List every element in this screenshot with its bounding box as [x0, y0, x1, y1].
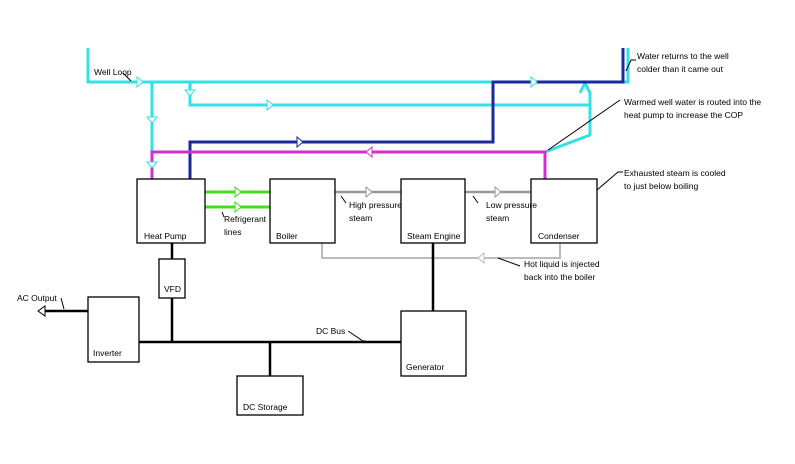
well-return-annotation-2: colder than it came out	[637, 64, 724, 74]
warm-flow-arrow	[365, 145, 373, 159]
ac-output-label: AC Output	[17, 293, 57, 303]
high-pressure-label-2: steam	[349, 213, 372, 223]
condenser-box: Condenser	[530, 178, 598, 244]
well-flow-arrow	[530, 75, 538, 89]
electrical-wiring	[44, 243, 435, 376]
exhausted-steam-annotation-2: to just below boiling	[624, 181, 698, 191]
well-loop-inner	[188, 79, 592, 107]
high-pressure-leader	[340, 195, 347, 204]
refrigerant-label-2: lines	[224, 227, 241, 237]
boiler-box: Boiler	[269, 178, 336, 244]
well-flow-arrow	[145, 116, 159, 124]
steam-flow-arrow	[365, 185, 373, 199]
inverter-label: Inverter	[93, 348, 122, 358]
steam-flow-arrow	[494, 185, 502, 199]
low-pressure-label: Low pressure	[486, 200, 537, 210]
warm-water-pipes	[150, 150, 565, 207]
generator-label: Generator	[406, 362, 444, 372]
well-flow-arrow	[183, 89, 197, 97]
warmed-water-leader	[547, 99, 621, 151]
dc-bus-label: DC Bus	[316, 326, 345, 336]
vfd-label: VFD	[164, 284, 181, 294]
dc-storage-box: DC Storage	[236, 375, 304, 416]
well-flow-arrow	[145, 161, 159, 169]
well-flow-arrow	[136, 75, 144, 89]
well-return-leader	[625, 59, 636, 72]
refrigerant-label: Refrigerant	[224, 214, 267, 224]
well-supply-pipe	[86, 48, 630, 84]
vfd-box: VFD	[158, 258, 186, 299]
generator-box: Generator	[400, 310, 467, 377]
inverter-box: Inverter	[87, 296, 140, 363]
hot-liquid-annotation: Hot liquid is injected	[524, 259, 600, 269]
condensate-return-pipe	[321, 243, 561, 259]
condensate-flow-arrow	[477, 251, 485, 265]
ac-output-arrow	[37, 305, 46, 317]
steam-engine-label: Steam Engine	[407, 231, 461, 241]
refrigerant-leader	[221, 211, 225, 218]
refrigerant-flow-arrow	[234, 200, 242, 214]
low-pressure-leader	[472, 195, 479, 204]
warm-water-pipe	[150, 150, 565, 207]
warmed-water-annotation: Warmed well water is routed into the	[624, 97, 761, 107]
leader-lines	[60, 59, 636, 342]
exhausted-steam-annotation: Exhausted steam is cooled	[624, 168, 726, 178]
exhausted-steam-leader	[596, 171, 623, 191]
well-flow-arrow	[266, 98, 274, 112]
flow-arrows	[37, 75, 538, 317]
heat-pump-box: Heat Pump	[136, 178, 206, 244]
high-pressure-label: High pressure	[349, 200, 402, 210]
well-loop-leader	[122, 72, 132, 82]
hot-liquid-leader	[497, 257, 521, 267]
return-flow-arrow	[296, 135, 304, 149]
low-pressure-label-2: steam	[486, 213, 509, 223]
well-return-annotation: Water returns to the well	[637, 51, 729, 61]
well-loop-label: Well Loop	[94, 67, 132, 77]
dc-bus-leader	[347, 330, 366, 342]
heat-pump-label: Heat Pump	[144, 231, 187, 241]
dc-storage-label: DC Storage	[243, 402, 288, 412]
refrigerant-flow-arrow	[234, 185, 242, 199]
condenser-label: Condenser	[538, 231, 580, 241]
warmed-water-annotation-2: heat pump to increase the COP	[624, 110, 743, 120]
ac-output-leader	[60, 297, 65, 310]
hot-liquid-annotation-2: back into the boiler	[524, 272, 596, 282]
steam-engine-box: Steam Engine	[400, 178, 466, 244]
boiler-label: Boiler	[276, 231, 298, 241]
